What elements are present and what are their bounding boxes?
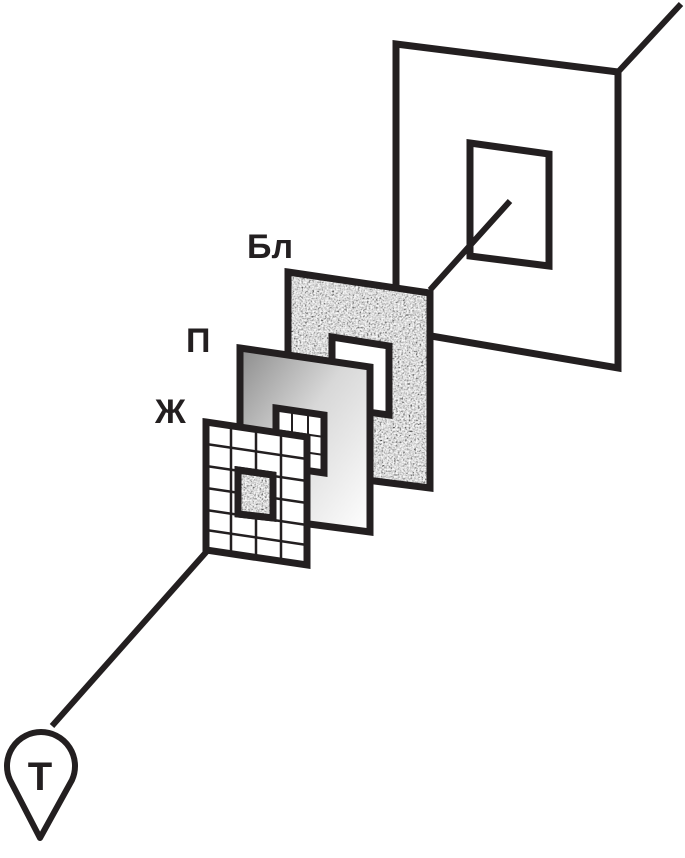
sight-line-lower <box>49 548 211 728</box>
observer-marker: Т <box>4 729 78 841</box>
sight-line-into-target <box>427 198 513 293</box>
observer-label: Т <box>28 755 52 799</box>
panel-zh <box>202 417 311 570</box>
label-zh: Ж <box>154 393 186 431</box>
label-p: П <box>186 322 210 360</box>
background-target-window <box>466 138 553 270</box>
label-bl: Бл <box>247 228 293 266</box>
sight-line-far <box>615 1 684 75</box>
